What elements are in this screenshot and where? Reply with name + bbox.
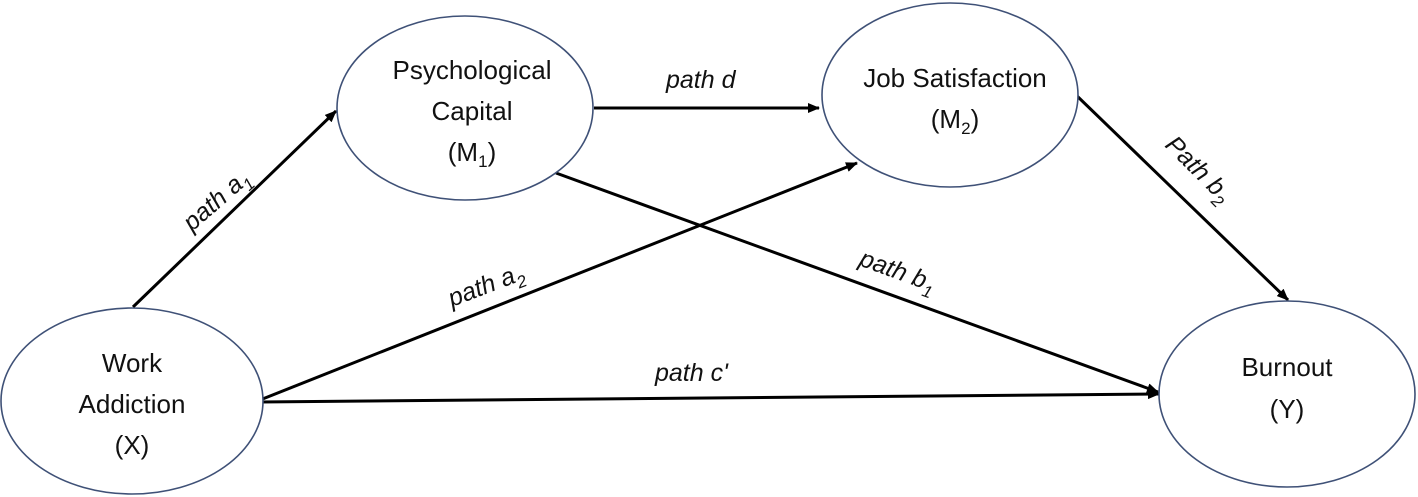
node-label-line1: Burnout [1241, 352, 1333, 382]
node-label-line2: Addiction [79, 389, 186, 419]
node-job-satisfaction: Job Satisfaction (M2) [821, 2, 1079, 188]
node-label-symbol: (M1) [448, 137, 496, 171]
node-ellipse [0, 307, 264, 495]
arrow-path-c-prime [259, 389, 1160, 404]
node-ellipse [1158, 300, 1416, 488]
node-label-line2: Capital [432, 96, 513, 126]
node-burnout: Burnout (Y) [1158, 300, 1416, 488]
node-label-line1: Job Satisfaction [863, 63, 1047, 93]
node-label-line2: (Y) [1270, 394, 1305, 424]
node-ellipse [336, 15, 594, 201]
node-psychological-capital: Psychological Capital (M1) [336, 15, 594, 201]
path-label-b2: Path b2 [1156, 130, 1238, 212]
path-label-c-prime: path c' [654, 359, 729, 387]
node-label-line1: Psychological [393, 55, 552, 85]
arrow-path-b1 [555, 171, 1159, 394]
node-label-symbol: (M2) [931, 104, 979, 138]
node-label-line1: Work [102, 348, 163, 378]
path-label-a1: path a1 [177, 164, 259, 241]
node-label-line3: (X) [115, 430, 150, 460]
arrow-path-a2 [259, 161, 858, 402]
arrow-path-b2 [1074, 93, 1290, 302]
node-ellipse [821, 2, 1079, 188]
arrow-path-a1 [131, 109, 338, 309]
node-work-addiction: Work Addiction (X) [0, 307, 264, 495]
path-label-b1: path b1 [853, 244, 939, 302]
path-label-d: path d [665, 66, 737, 94]
